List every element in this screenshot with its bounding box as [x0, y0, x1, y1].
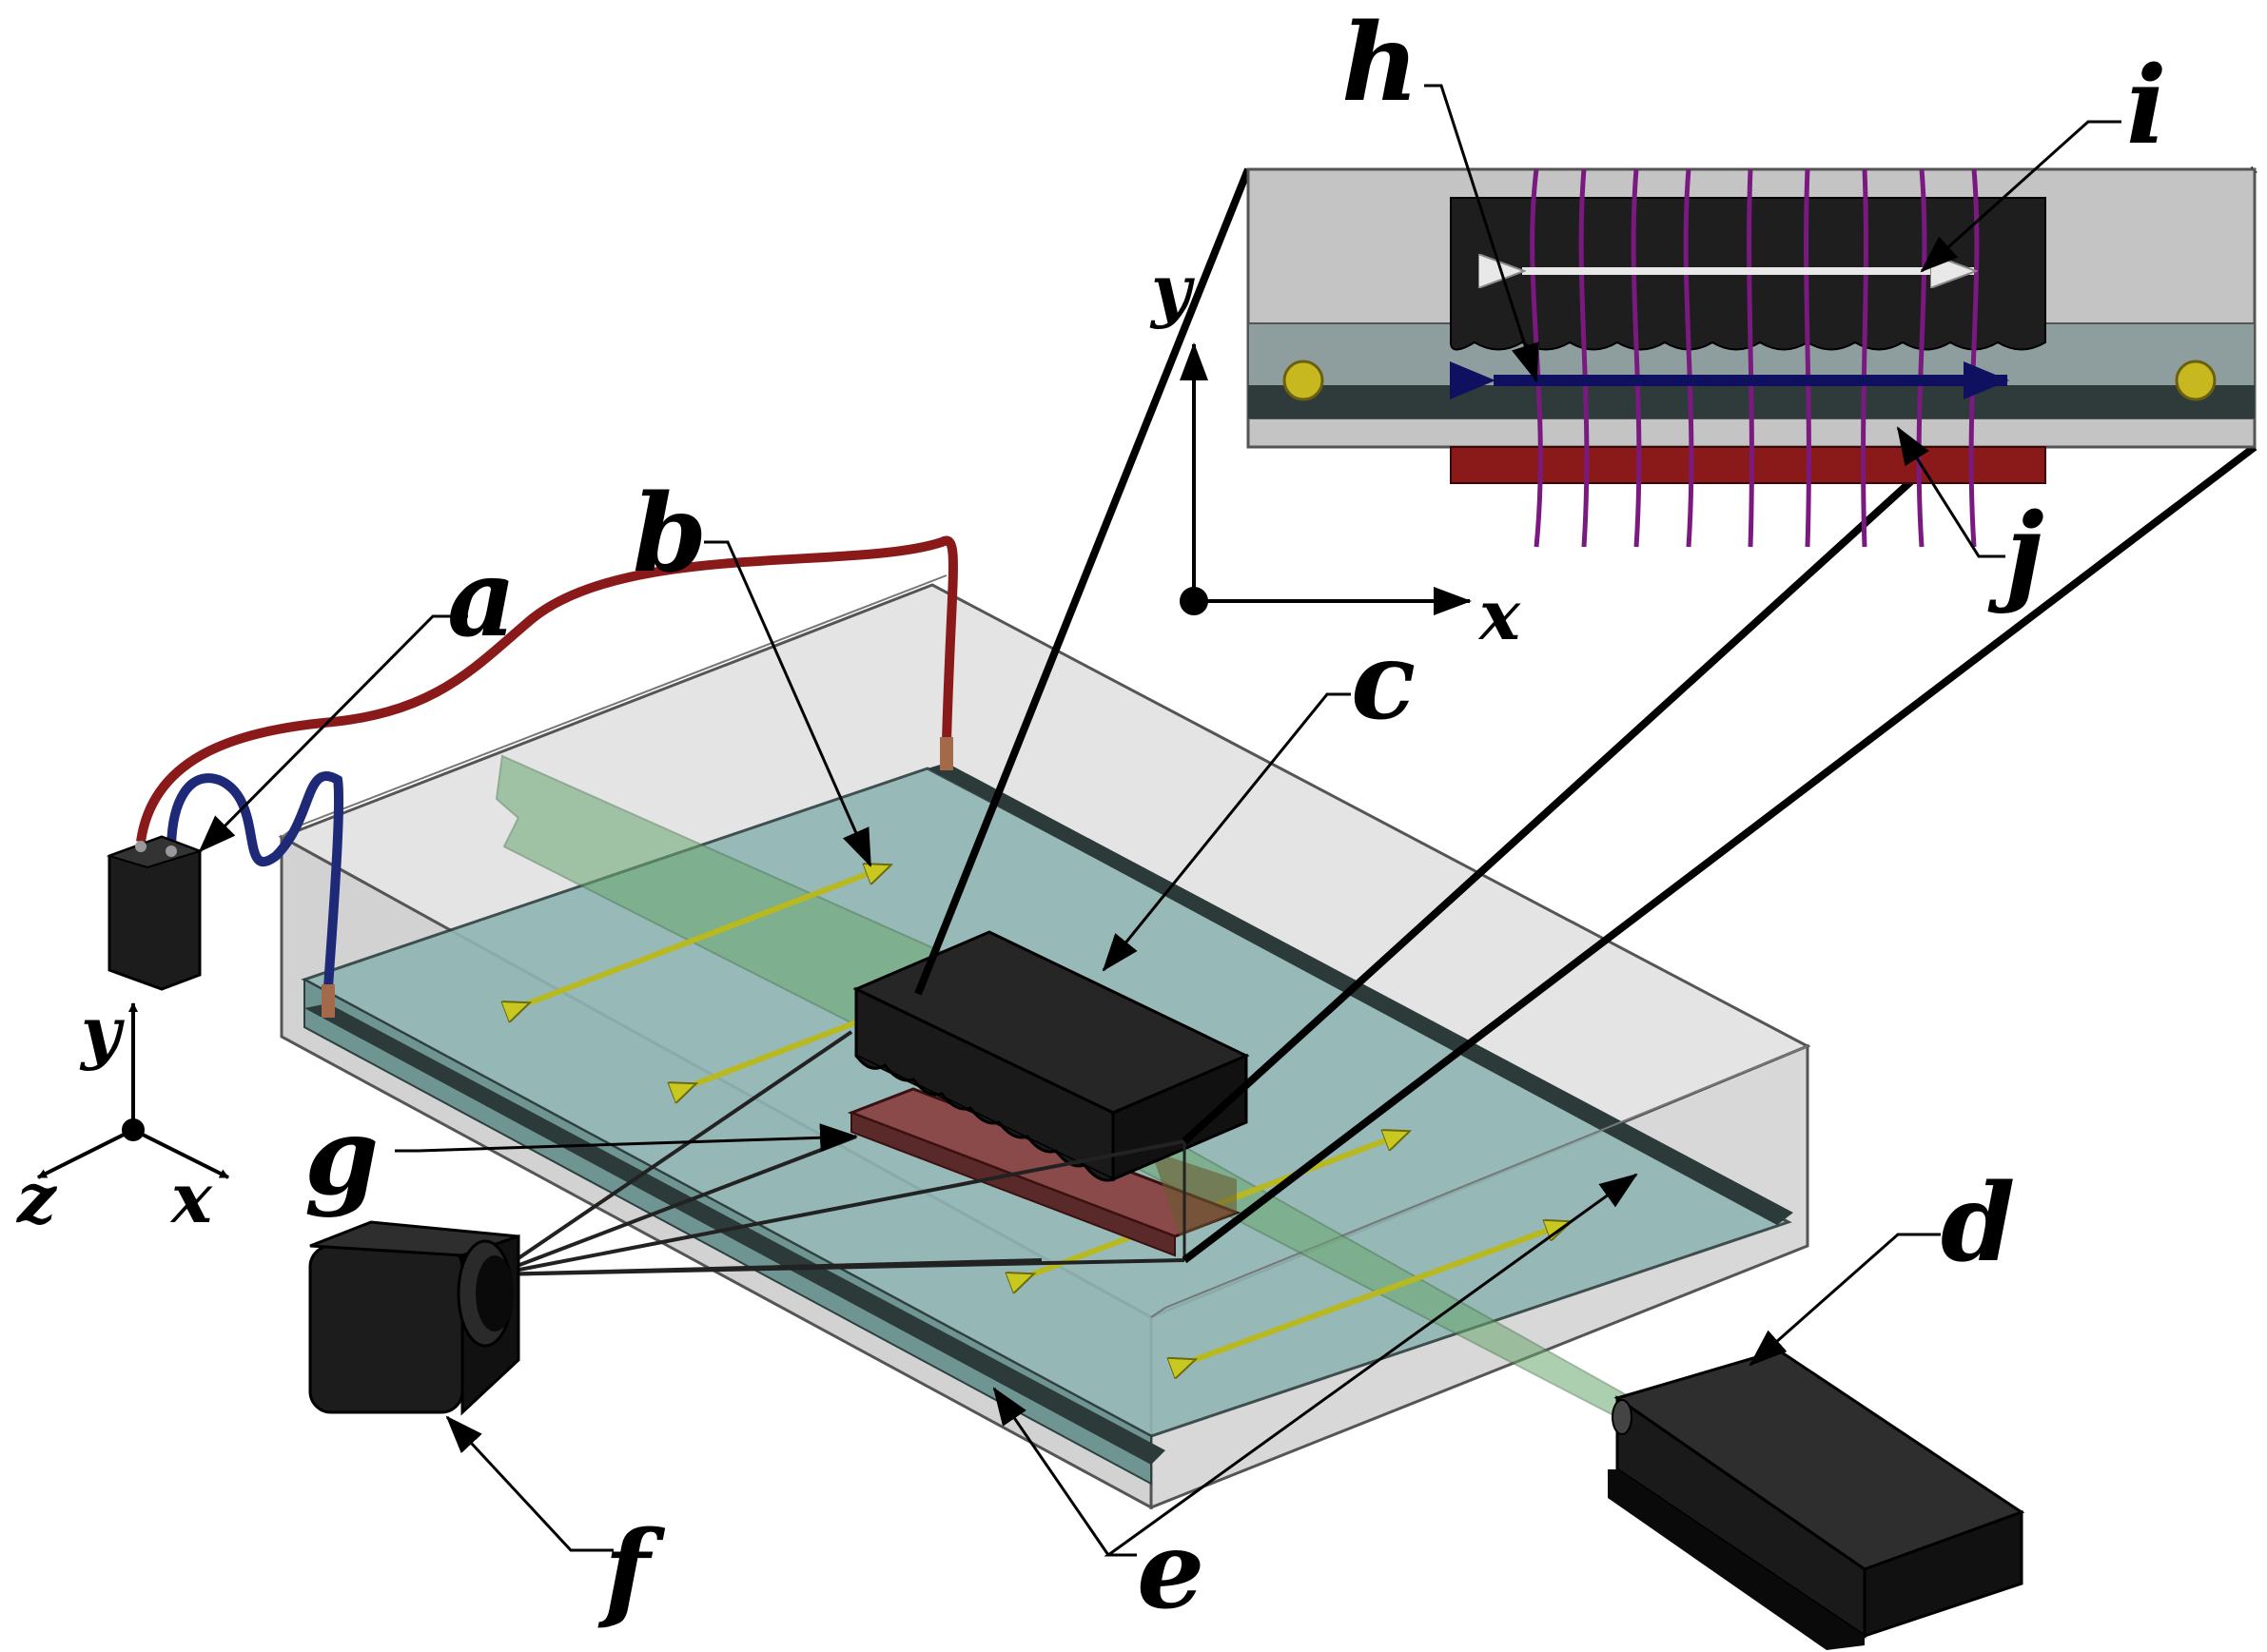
leader-c: [1102, 692, 1351, 972]
main-x-label: x: [169, 1157, 213, 1238]
leader-a: [198, 614, 468, 853]
leader-lines: [198, 84, 2121, 1557]
main-y-label: y: [79, 991, 125, 1072]
flow-arrows: [528, 865, 1570, 1360]
side-channel-front: [304, 1003, 1165, 1465]
main-z-axis: [37, 1128, 134, 1179]
label-h: h: [1341, 1, 1418, 126]
label-a: a: [447, 536, 517, 661]
heater-plate: [847, 1087, 1241, 1257]
inset-bolt-right: [2175, 360, 2217, 401]
main-x-axis: [132, 1128, 229, 1179]
inset-field-lines: [1530, 168, 1980, 548]
leader-g: [395, 1123, 858, 1153]
label-g: g: [304, 1095, 379, 1219]
camera-view-rays: [493, 1030, 1186, 1276]
inset-bolt-left: [1282, 360, 1324, 401]
label-b: b: [633, 472, 707, 596]
leader-i: [1920, 120, 2121, 273]
label-j: j: [1987, 491, 2044, 615]
inset-x-label: x: [1477, 574, 1521, 655]
label-c: c: [1351, 619, 1416, 744]
leader-j: [1896, 426, 2005, 558]
leader-b: [704, 540, 872, 867]
inset-y-label: y: [1149, 249, 1195, 330]
flow-arrow: [528, 865, 889, 1003]
label-d: d: [1941, 1161, 2015, 1286]
main-axes: [37, 1002, 229, 1179]
flow-arrow: [694, 1020, 858, 1084]
leader-f: [445, 1415, 614, 1552]
inset-axes: [1180, 342, 1472, 615]
main-z-label: z: [15, 1157, 58, 1238]
flow-arrow: [1194, 1222, 1570, 1360]
laser-source: [1608, 1349, 2025, 1650]
label-i: i: [2126, 44, 2167, 168]
leader-d: [1749, 1233, 1941, 1367]
label-e: e: [1137, 1508, 1204, 1633]
side-channel-back: [928, 763, 1793, 1225]
leader-e2: [1104, 1173, 1638, 1557]
label-f: f: [597, 1508, 666, 1633]
inset-cross-section: [1246, 167, 2257, 548]
inset-heater: [1450, 446, 2046, 484]
power-supply: [106, 535, 958, 1018]
camera: [308, 1220, 520, 1416]
leader-h: [1424, 84, 1539, 382]
